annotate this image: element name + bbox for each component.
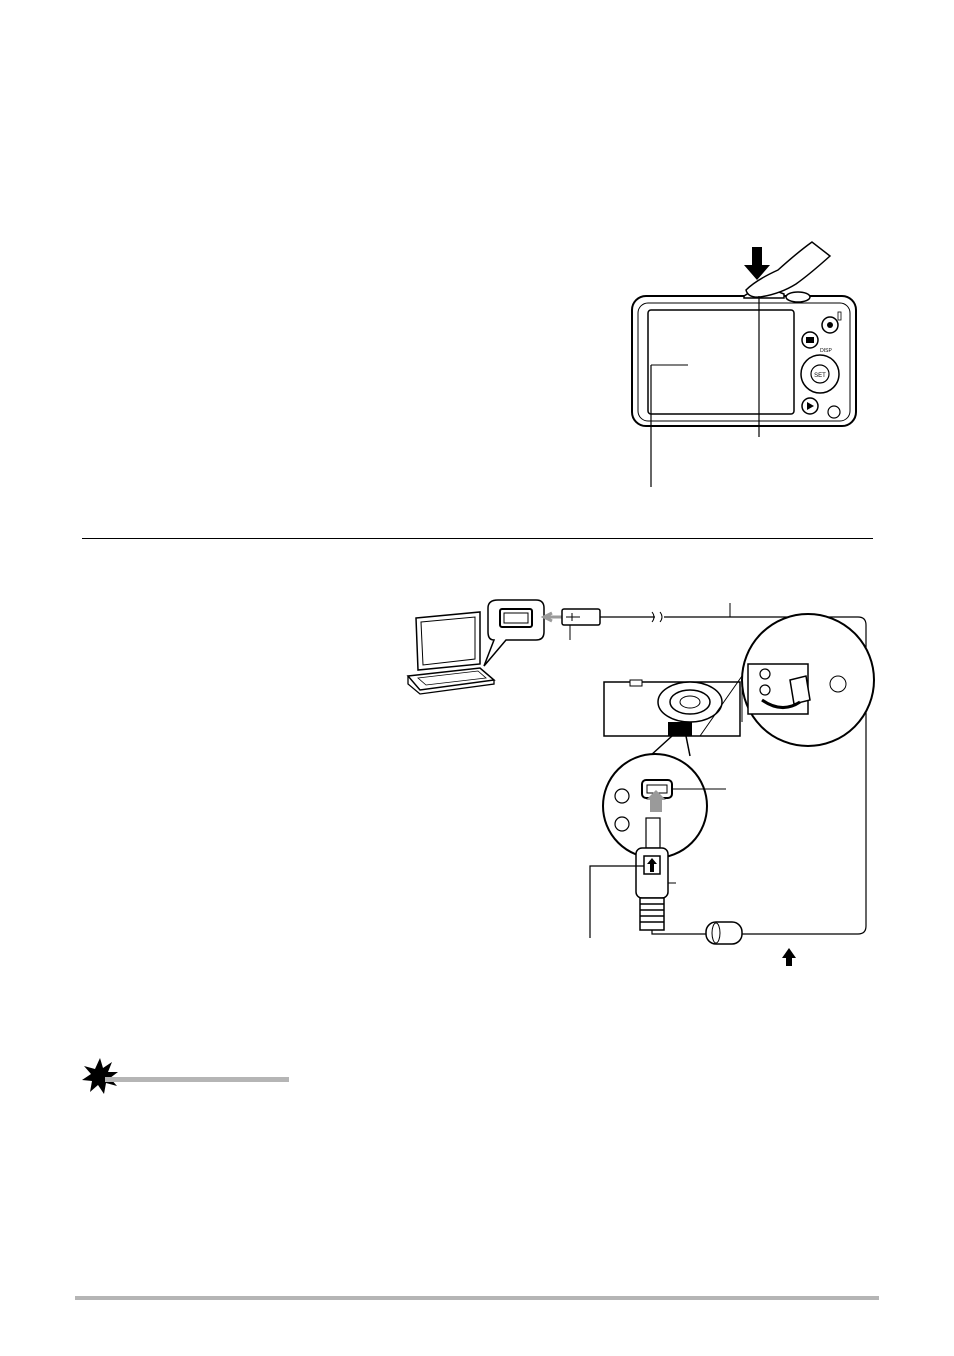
gray-arrow-icon <box>540 611 562 623</box>
camera-back-figure: SET DISP <box>631 241 857 487</box>
set-button <box>810 364 830 384</box>
section-divider <box>82 538 873 539</box>
camera-top-view <box>603 679 741 737</box>
delete-button <box>827 405 841 419</box>
up-arrow-icon <box>782 948 796 966</box>
down-arrow-icon <box>744 247 770 280</box>
caution-heading-bar <box>105 1077 289 1082</box>
usb-cable <box>600 616 867 935</box>
ferrite-core <box>705 921 743 945</box>
shutter-button <box>785 291 811 303</box>
footer-rule <box>75 1296 879 1300</box>
disp-label: DISP <box>820 348 832 354</box>
set-button-label: SET <box>814 373 826 379</box>
camera-screen <box>647 309 795 415</box>
laptop-icon <box>406 611 496 695</box>
usb-connection-figure <box>406 599 875 966</box>
caution-icon <box>82 1058 118 1094</box>
